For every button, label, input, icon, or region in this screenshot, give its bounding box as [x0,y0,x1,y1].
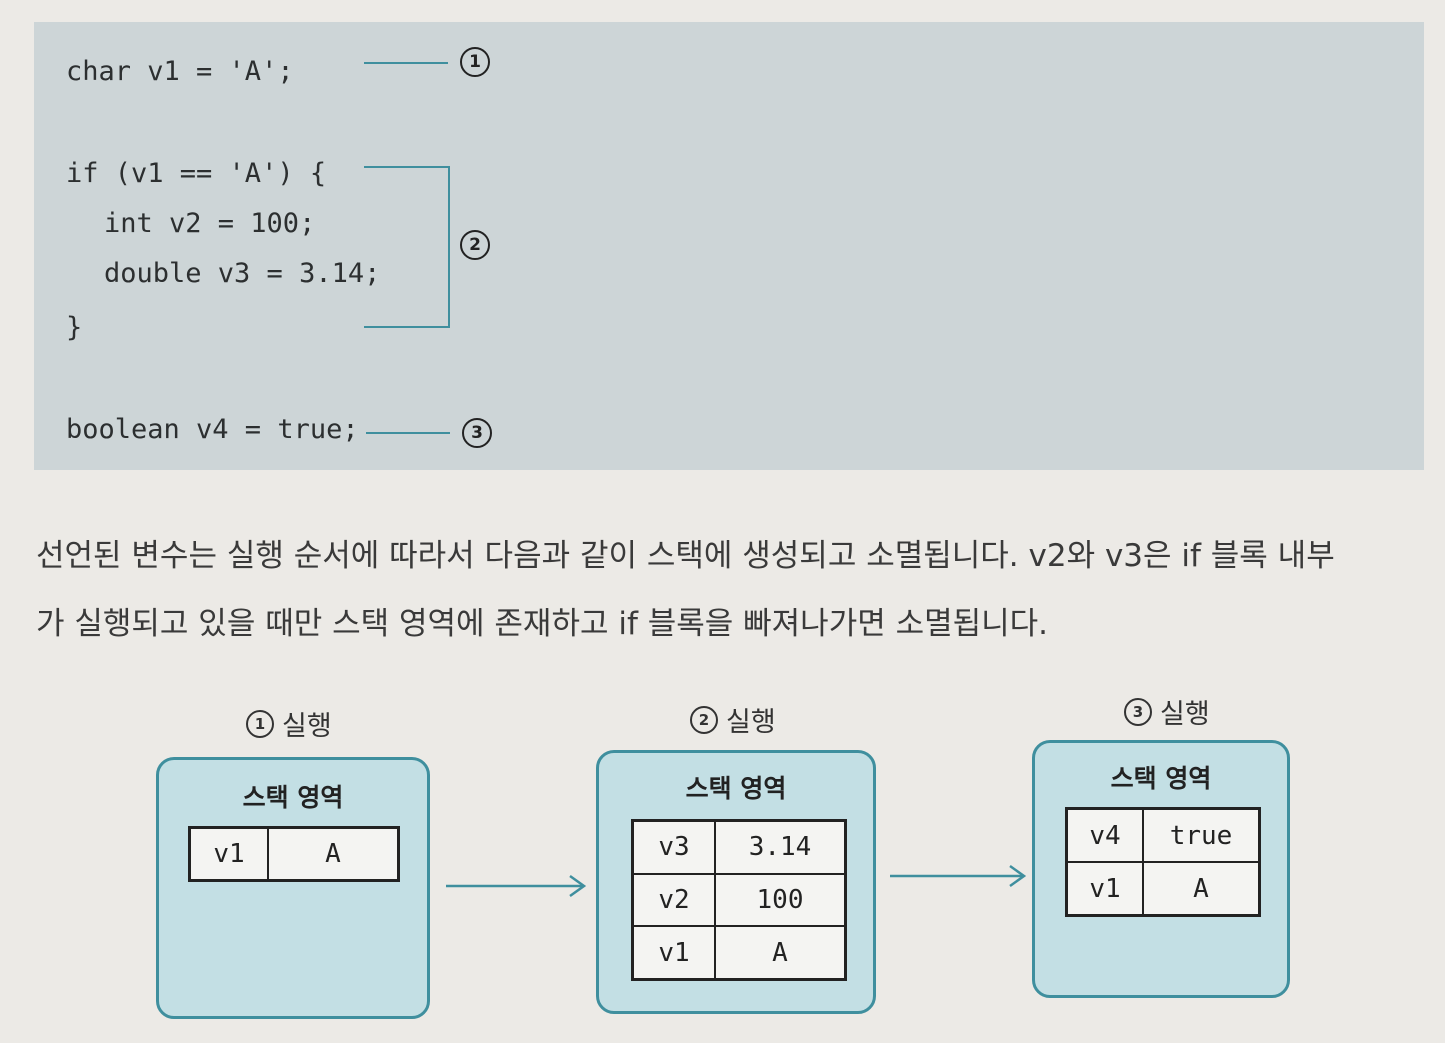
step-1-number: 1 [246,709,274,738]
stack-area-3: 스택 영역 v4 true v1 A [1032,740,1290,998]
var-value-cell: 100 [714,872,847,928]
table-row: v1 A [1065,861,1261,917]
code-box [34,22,1424,470]
marker-1: 1 [460,47,490,77]
code-line-int: int v2 = 100; [104,208,316,239]
table-row: v1 A [631,925,847,981]
var-value-cell: true [1142,807,1261,863]
stack-title-1: 스택 영역 [242,783,344,812]
stack-area-2: 스택 영역 v3 3.14 v2 100 v1 A [596,750,876,1014]
table-row: v2 100 [631,872,847,928]
arrow-2 [890,864,1027,888]
step-3-text: 실행 [1160,699,1210,730]
var-name-cell: v1 [631,925,716,981]
var-value-cell: 3.14 [714,819,847,875]
table-row: v3 3.14 [631,819,847,875]
table-row: v1 A [188,826,400,882]
var-name-cell: v1 [188,826,269,882]
stack-title-2: 스택 영역 [685,774,787,803]
marker-line-1 [364,62,448,64]
step-2-label: 2 실행 [690,700,776,739]
code-line-double: double v3 = 3.14; [104,258,381,289]
step-1-label: 1 실행 [246,704,332,743]
step-3-label: 3 실행 [1124,692,1210,731]
stack-table-1: v1 A [188,826,400,882]
var-name-cell: v3 [631,819,716,875]
arrow-1 [446,874,587,898]
step-2-text: 실행 [726,707,776,738]
marker-2: 2 [460,230,490,260]
code-line-boolean: boolean v4 = true; [66,414,359,445]
var-value-cell: A [714,925,847,981]
marker-line-3 [366,432,450,434]
paragraph-line-2: 가 실행되고 있을 때만 스택 영역에 존재하고 if 블록을 빠져나가면 소멸… [36,606,1049,642]
var-value-cell: A [267,826,400,882]
stack-table-3: v4 true v1 A [1065,807,1261,917]
var-name-cell: v4 [1065,807,1144,863]
marker-3: 3 [462,418,492,448]
stack-area-1: 스택 영역 v1 A [156,757,430,1019]
code-line-close-brace: } [66,312,83,343]
bracket-block [364,166,450,328]
step-3-number: 3 [1124,697,1152,726]
code-line-if: if (v1 == 'A') { [66,158,327,189]
var-name-cell: v1 [1065,861,1144,917]
step-2-number: 2 [690,705,718,734]
var-value-cell: A [1142,861,1261,917]
code-line-char: char v1 = 'A'; [66,56,294,87]
stack-title-3: 스택 영역 [1110,764,1212,793]
var-name-cell: v2 [631,872,716,928]
step-1-text: 실행 [282,711,332,742]
stack-table-2: v3 3.14 v2 100 v1 A [631,819,847,981]
paragraph-line-1: 선언된 변수는 실행 순서에 따라서 다음과 같이 스택에 생성되고 소멸됩니다… [36,538,1335,574]
table-row: v4 true [1065,807,1261,863]
